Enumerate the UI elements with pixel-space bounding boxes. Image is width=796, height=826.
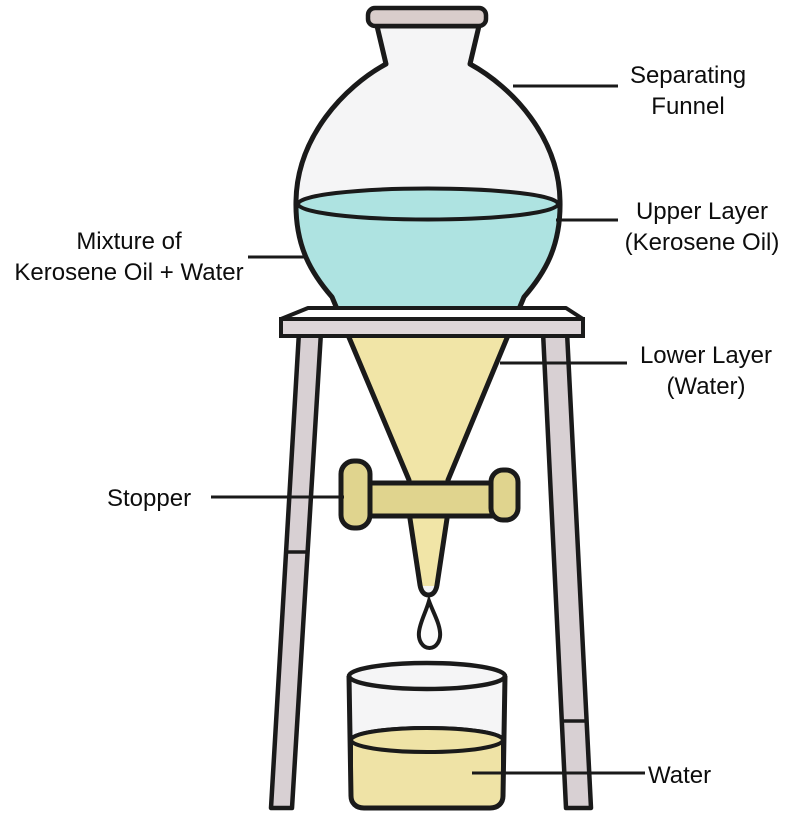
label-upper-layer: Upper Layer (Kerosene Oil): [624, 198, 780, 256]
stopcock-bar: [359, 480, 505, 519]
label-stopper: Stopper: [107, 485, 192, 512]
label-water: Water: [648, 762, 712, 789]
beaker-rim: [346, 660, 508, 692]
stand-right-leg: [540, 329, 594, 811]
kerosene-surface: [296, 186, 560, 222]
stand-left-leg: [268, 329, 324, 811]
stand-platform-top: [279, 306, 585, 321]
label-mixture: Mixture of Kerosene Oil + Water: [14, 228, 244, 286]
label-lower-layer: Lower Layer (Water): [639, 342, 773, 400]
funnel-outline: [293, 23, 563, 598]
kerosene-layer: [298, 206, 558, 319]
stopcock-right-knob: [488, 467, 521, 523]
label-separating-funnel: Separating Funnel: [629, 62, 747, 120]
water-droplet: [416, 594, 443, 651]
beaker-outline: [346, 675, 508, 811]
stand-platform-front: [279, 317, 585, 338]
funnel-mouth-rim: [365, 5, 489, 29]
beaker-water-surface: [349, 726, 505, 754]
water-layer-cone: [349, 336, 506, 484]
stopcock-left-knob: [338, 458, 373, 531]
